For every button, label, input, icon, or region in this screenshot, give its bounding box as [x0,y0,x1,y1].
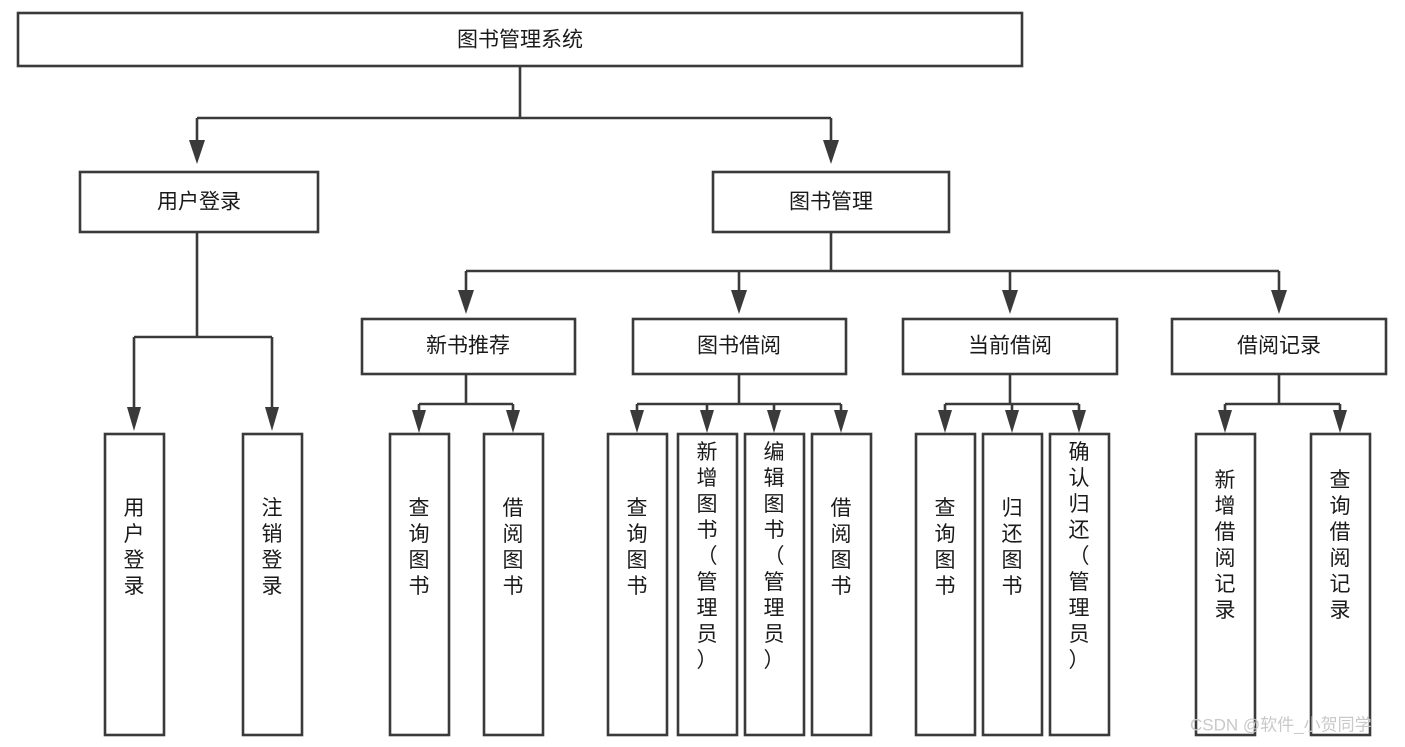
node-book-management[interactable]: 图书管理 [711,170,951,234]
arrow-head-leaf-borrow-book-2 [834,410,848,433]
leaf-add-book[interactable]: 新增图书（管理员） [676,432,739,737]
leaf-return-book-box[interactable] [981,432,1044,737]
node-user-login[interactable]: 用户登录 [78,170,320,234]
leaf-borrow-book-1[interactable]: 借阅图书 [482,432,545,737]
arrow-head-leaf-return-book [1005,410,1019,433]
connector-group-current-borrow [938,374,1086,433]
leaf-query-book-1[interactable]: 查询图书 [388,432,451,737]
node-user-login-box[interactable] [78,170,320,234]
arrow-head-leaf-user-login [127,407,141,431]
arrow-head-leaf-query-record [1333,410,1347,433]
connector-group-new-book-recommend [412,374,520,433]
leaf-borrow-book-2-box[interactable] [810,432,873,737]
node-user-login-label: 用户登录 [157,191,241,214]
arrow-head-new-book-recommend [458,290,474,314]
node-borrow-record[interactable]: 借阅记录 [1170,317,1388,376]
arrow-head-leaf-confirm-return [1072,410,1086,433]
connector-group-book-management [458,232,1287,314]
leaf-add-book-box[interactable] [676,432,739,737]
watermark-label: CSDN @软件_小贺同学 [1190,715,1372,734]
leaf-query-record-label: 查询借阅记录 [1330,469,1351,622]
leaf-user-login[interactable]: 用户登录 [103,432,166,737]
arrow-head-leaf-query-book-1 [412,410,426,433]
leaf-query-book-1-box[interactable] [388,432,451,737]
leaf-add-record[interactable]: 新增借阅记录 [1194,432,1257,737]
leaf-query-book-2[interactable]: 查询图书 [606,432,669,737]
leaf-edit-book-label: 编辑图书（管理员） [764,441,785,672]
leaf-edit-book[interactable]: 编辑图书（管理员） [743,432,806,737]
arrow-head-book-management [823,140,839,164]
node-book-borrow[interactable]: 图书借阅 [631,317,848,376]
leaf-query-book-3-box[interactable] [914,432,977,737]
arrow-head-leaf-query-book-2 [630,410,644,433]
node-new-book-recommend-label: 新书推荐 [426,335,510,358]
node-root[interactable]: 图书管理系统 [16,11,1024,68]
node-root-label: 图书管理系统 [457,29,583,52]
leaf-borrow-book-2[interactable]: 借阅图书 [810,432,873,737]
node-root-box[interactable] [16,11,1024,68]
leaf-query-book-3-label: 查询图书 [935,497,956,598]
arrow-head-current-borrow [1002,290,1018,314]
leaf-confirm-return[interactable]: 确认归还（管理员） [1048,432,1111,737]
connector-group-borrow-record [1218,374,1347,433]
node-new-book-recommend-box[interactable] [360,317,577,376]
node-borrow-record-box[interactable] [1170,317,1388,376]
arrow-head-leaf-add-record [1218,410,1232,433]
arrow-head-leaf-edit-book [767,410,781,433]
leaf-logout-login[interactable]: 注销登录 [241,432,304,737]
leaf-query-book-3[interactable]: 查询图书 [914,432,977,737]
leaf-query-record[interactable]: 查询借阅记录 [1309,432,1372,737]
node-current-borrow-label: 当前借阅 [968,335,1052,358]
leaf-user-login-label: 用户登录 [124,497,145,598]
leaf-add-book-label: 新增图书（管理员） [697,441,718,672]
node-borrow-record-label: 借阅记录 [1237,335,1321,358]
connector-group-user-login [127,232,279,431]
leaf-query-book-1-label: 查询图书 [409,497,430,598]
arrow-head-leaf-query-book-3 [938,410,952,433]
arrow-head-user-login [189,140,205,164]
node-book-borrow-label: 图书借阅 [697,335,781,358]
leaf-add-record-label: 新增借阅记录 [1215,469,1236,622]
leaf-add-record-box[interactable] [1194,432,1257,737]
leaf-return-book-label: 归还图书 [1002,497,1023,598]
leaf-borrow-book-1-label: 借阅图书 [503,497,524,598]
leaf-logout-login-label: 注销登录 [262,497,283,598]
arrow-head-leaf-logout-login [265,407,279,431]
node-current-borrow-box[interactable] [901,317,1119,376]
node-book-borrow-box[interactable] [631,317,848,376]
node-new-book-recommend[interactable]: 新书推荐 [360,317,577,376]
connector-group-root [189,65,839,164]
node-book-management-label: 图书管理 [789,191,873,214]
leaf-user-login-box[interactable] [103,432,166,737]
leaf-logout-login-box[interactable] [241,432,304,737]
leaf-borrow-book-1-box[interactable] [482,432,545,737]
node-current-borrow[interactable]: 当前借阅 [901,317,1119,376]
arrow-head-leaf-add-book [700,410,714,433]
arrow-head-leaf-borrow-book-1 [506,410,520,433]
leaf-confirm-return-box[interactable] [1048,432,1111,737]
arrow-head-borrow-record [1271,290,1287,314]
leaf-query-book-2-label: 查询图书 [627,497,648,598]
node-book-management-box[interactable] [711,170,951,234]
arrow-head-book-borrow [731,290,747,314]
leaf-query-book-2-box[interactable] [606,432,669,737]
leaf-confirm-return-label: 确认归还（管理员） [1069,441,1090,672]
connector-group-book-borrow [630,374,848,433]
leaf-borrow-book-2-label: 借阅图书 [831,497,852,598]
leaf-query-record-box[interactable] [1309,432,1372,737]
leaf-edit-book-box[interactable] [743,432,806,737]
leaf-return-book[interactable]: 归还图书 [981,432,1044,737]
